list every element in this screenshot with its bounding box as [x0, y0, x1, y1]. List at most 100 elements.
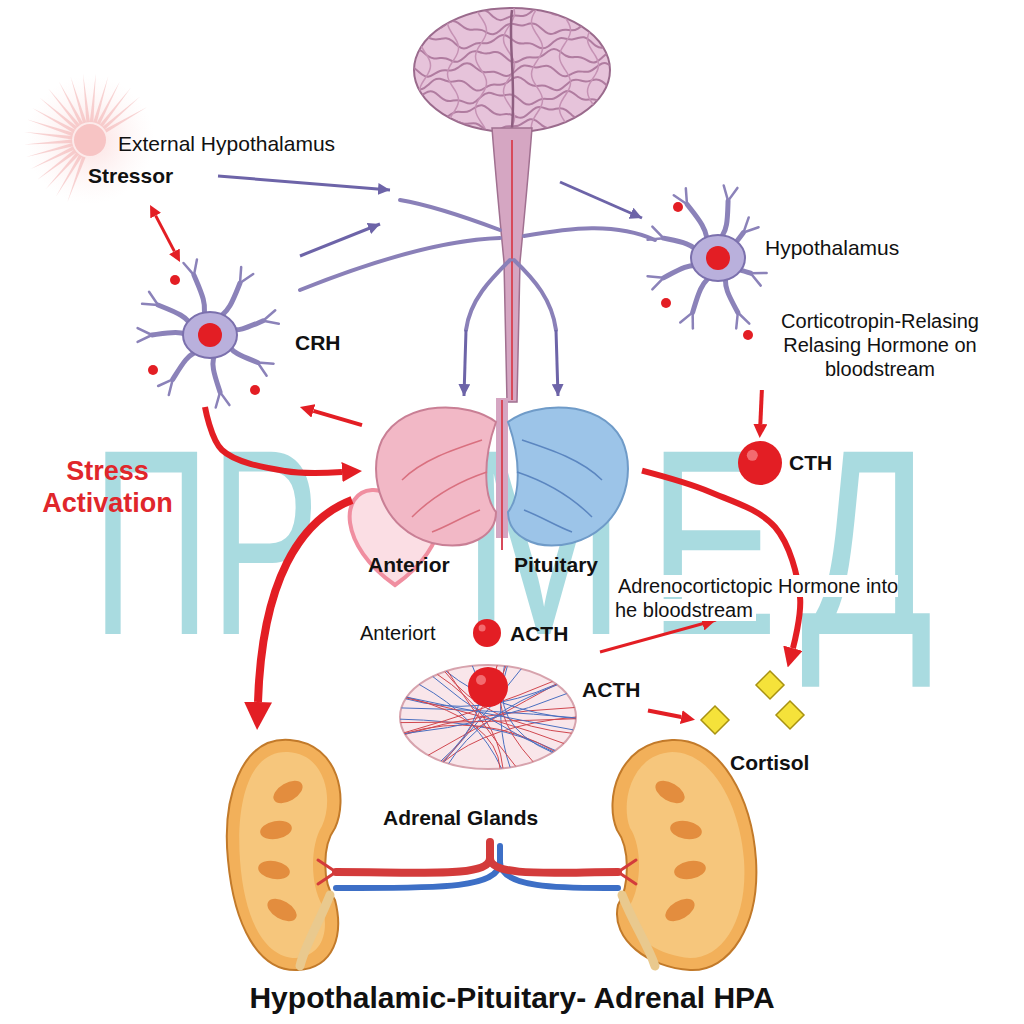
acth-leader-arrow — [600, 620, 716, 652]
brain-gyri — [475, 8, 486, 128]
blood-vessel — [318, 842, 636, 888]
neuron-cell-outline — [263, 321, 279, 324]
neuron-cell-outline — [687, 204, 707, 239]
stressor-burst-outline — [83, 74, 90, 122]
neuron-cell-outline — [743, 330, 753, 340]
stressor-burst-outline — [90, 74, 96, 122]
neuron-cell-outline — [216, 392, 220, 407]
hormone-arrow — [760, 390, 762, 424]
blood-vessel — [318, 860, 336, 884]
neuron-cell-outline — [184, 263, 194, 275]
neuron-cell-outline — [673, 202, 683, 212]
brain-gyri — [531, 8, 542, 128]
hormone-arrow — [205, 407, 342, 473]
adrenal-tissue: ACTH Adrenal Glands — [378, 655, 648, 840]
neuron-cell-outline — [149, 292, 158, 305]
hormone-dot: CTH — [735, 438, 865, 488]
stressor-burst-outline — [39, 98, 77, 130]
neuron-cell-outline — [706, 246, 730, 270]
kidney-left — [257, 858, 292, 881]
blood-vessel — [490, 858, 618, 873]
neuron-cell-outline — [263, 310, 275, 320]
node-label: ACTH — [510, 621, 568, 646]
neuron-cell-outline — [691, 312, 694, 328]
hormone-dot: Anteriort ACTH — [360, 615, 595, 651]
text-holder: Adrenal Glands — [383, 805, 538, 830]
nerve-arrow — [300, 224, 380, 256]
stressor-burst-outline — [102, 97, 139, 130]
neuron-cell: HypothalamusCorticotropin-Relasing Relas… — [648, 185, 1013, 390]
kidney-left — [264, 894, 301, 926]
pituitary-gland-outline — [524, 510, 572, 532]
pituitary-gland-outline — [517, 472, 592, 517]
neuron-cell-outline — [194, 275, 205, 314]
neuron-cell-outline — [680, 312, 692, 322]
text-holder: Pituitary — [514, 552, 598, 577]
stressor-burst-outline — [100, 88, 131, 127]
stress-arrow — [258, 500, 352, 702]
node-label: External Hypothalamus — [118, 131, 335, 156]
neuron-cell-outline — [724, 185, 728, 200]
node-label: Anterior — [368, 552, 450, 577]
hormone-note-holder: Adrenocortictopic Hormone into he bloods… — [615, 574, 915, 622]
node-label: Cortisol — [730, 750, 809, 775]
nerve-tree — [514, 260, 556, 330]
text-holder: CRH — [295, 330, 341, 355]
title-holder: Hypothalamic-Pituitary- Adrenal HPA — [0, 980, 1024, 1016]
text-holder: External Hypothalamus — [118, 131, 335, 156]
adrenal-tissue-outline — [400, 665, 576, 769]
pituitary-gland-outline — [412, 472, 487, 517]
kidney-left — [259, 818, 294, 841]
text-holder: Cortisol — [730, 750, 809, 775]
pituitary-gland-outline — [402, 440, 482, 480]
neuron-cell-outline — [240, 274, 253, 283]
acth-leader-arrow — [600, 620, 716, 652]
hormone-dot-outline — [738, 441, 782, 485]
kidney-right — [622, 895, 655, 966]
kidney-left — [270, 776, 307, 808]
watermark-holder: ПР — [92, 410, 320, 675]
hormone-note: Adrenocortictopic Hormone into he bloods… — [615, 575, 898, 621]
neuron-cell-outline — [240, 267, 241, 283]
kidney-right — [612, 740, 756, 970]
hormone-arrow — [156, 216, 175, 252]
neuron-cell-outline — [250, 385, 260, 395]
neuron-cell-outline — [142, 304, 158, 305]
brain-gyri — [419, 8, 430, 128]
adrenal-tissue-outline — [405, 725, 555, 751]
pituitary-gland-outline — [376, 407, 496, 545]
kidney-right — [669, 818, 704, 841]
neuron-cell-outline — [158, 379, 173, 386]
kidney-left — [227, 740, 341, 970]
node-label: ACTH — [582, 677, 640, 702]
neuron-cell-outline — [221, 283, 240, 316]
pituitary-gland-outline — [522, 440, 602, 480]
node-label: Anteriort — [360, 621, 436, 645]
kidney-left — [300, 895, 330, 966]
node-label: CRH — [295, 330, 341, 355]
node-label: Adrenal Glands — [383, 805, 538, 830]
neuron-cell-outline — [743, 227, 758, 232]
node-label: Stressor — [88, 163, 173, 188]
neuron-cell-outline — [170, 275, 180, 285]
node-label: Hypothalamus — [765, 235, 899, 260]
nerve-tree — [524, 228, 655, 240]
brain-stalk — [511, 140, 513, 400]
text-holder: Anteriort — [360, 621, 436, 645]
neuron-cell-outline — [652, 227, 663, 238]
kidney-right — [627, 752, 745, 958]
adrenal-tissue-outline — [400, 719, 555, 750]
nerve-arrow — [218, 176, 642, 396]
neuron-cell-outline — [229, 346, 258, 363]
pituitary-gland: Anterior Pituitary — [362, 400, 642, 581]
cortisol-molecules: Cortisol — [695, 668, 835, 783]
kidney-right — [612, 740, 756, 970]
neuron-cell-outline — [751, 273, 761, 285]
nerve-tree — [300, 200, 655, 330]
adrenal-tissue-outline — [468, 667, 508, 707]
text-holder: ACTH — [582, 677, 640, 702]
nerve-tree — [400, 200, 500, 230]
brain-gyri — [447, 8, 458, 128]
stressor-burst-outline — [105, 107, 148, 133]
neuron-cell-outline — [736, 313, 738, 329]
